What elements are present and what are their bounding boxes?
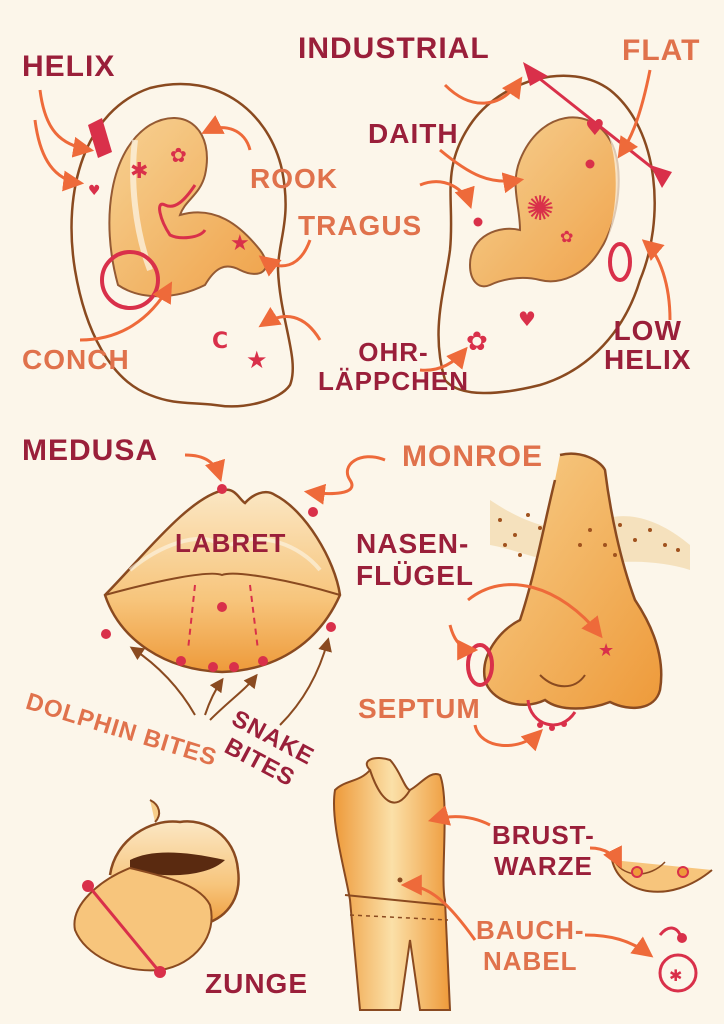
- label-daith: DAITH: [368, 118, 459, 149]
- svg-text:✿: ✿: [466, 327, 488, 357]
- label-ohrlaeppchen: OHR- LÄPPCHEN: [318, 338, 469, 395]
- nose: ★: [448, 452, 690, 752]
- torso: [333, 757, 491, 1011]
- label-low-helix-line2: HELIX: [604, 344, 692, 376]
- label-medusa: MEDUSA: [22, 434, 159, 467]
- left-ear-inner: [108, 117, 267, 298]
- freckles: [498, 513, 680, 557]
- tongue-mouth: [73, 799, 240, 978]
- labret-dot: [217, 602, 227, 612]
- low-helix-rings: [608, 242, 632, 282]
- nostril-ring: [466, 643, 494, 687]
- svg-text:✿: ✿: [560, 227, 573, 246]
- medusa-dot: [217, 484, 227, 494]
- label-nasenfluegel-line2: FLÜGEL: [356, 560, 474, 592]
- lips-outline: [103, 488, 342, 674]
- conch-ring: [100, 250, 160, 310]
- navel-jewel: ✱: [584, 926, 698, 993]
- label-helix: HELIX: [22, 50, 116, 83]
- label-ohrlaeppchen-line2: LÄPPCHEN: [318, 365, 470, 396]
- svg-text:✱: ✱: [669, 966, 682, 985]
- svg-text:✺: ✺: [526, 189, 555, 229]
- label-monroe: MONROE: [402, 440, 543, 473]
- label-bauchnabel-line2: NABEL: [482, 946, 578, 977]
- septum-ring: [526, 699, 577, 727]
- nose-outline: [482, 452, 663, 710]
- svg-text:C: C: [212, 329, 228, 354]
- label-brustwarze: BRUST- WARZE: [492, 820, 595, 882]
- label-labret: LABRET: [175, 528, 287, 558]
- svg-text:✿: ✿: [170, 143, 187, 167]
- label-septum: SEPTUM: [358, 693, 481, 724]
- label-brustwarze-line1: BRUST-: [492, 820, 595, 850]
- label-low-helix-line1: LOW: [613, 315, 682, 346]
- label-low-helix: LOW HELIX: [604, 316, 691, 375]
- label-zunge: ZUNGE: [205, 968, 308, 999]
- svg-text:★: ★: [246, 346, 268, 374]
- rook-barbell: [158, 184, 207, 240]
- svg-text:★: ★: [598, 640, 614, 661]
- label-brustwarze-line2: WARZE: [493, 851, 593, 882]
- helix-cuff: [88, 118, 112, 158]
- label-tragus: TRAGUS: [298, 210, 423, 241]
- svg-text:★: ★: [230, 231, 250, 256]
- svg-text:♥: ♥: [585, 116, 605, 141]
- right-ear: ♥ ✺ ✿ ✿ ♥: [419, 62, 672, 395]
- label-industrial: INDUSTRIAL: [298, 32, 490, 65]
- monroe-dot: [308, 507, 318, 517]
- svg-text:♥: ♥: [518, 307, 536, 331]
- label-ohrlaeppchen-line1: OHR-: [358, 337, 429, 367]
- breasts: [589, 845, 713, 893]
- label-rook: ROOK: [250, 163, 338, 194]
- label-bauchnabel: BAUCH- NABEL: [476, 915, 585, 977]
- torso-outline: [333, 757, 452, 1011]
- label-nasenfluegel: NASEN- FLÜGEL: [356, 528, 474, 592]
- lips: [101, 453, 386, 726]
- svg-text:✱: ✱: [130, 159, 148, 184]
- label-bauchnabel-line1: BAUCH-: [476, 915, 585, 945]
- label-nasenfluegel-line1: NASEN-: [356, 528, 470, 559]
- label-conch: CONCH: [22, 344, 130, 375]
- left-ear: ✱ ✿ ♥ ★ C ★: [33, 82, 322, 408]
- label-flat: FLAT: [622, 34, 701, 67]
- svg-text:♥: ♥: [88, 183, 101, 199]
